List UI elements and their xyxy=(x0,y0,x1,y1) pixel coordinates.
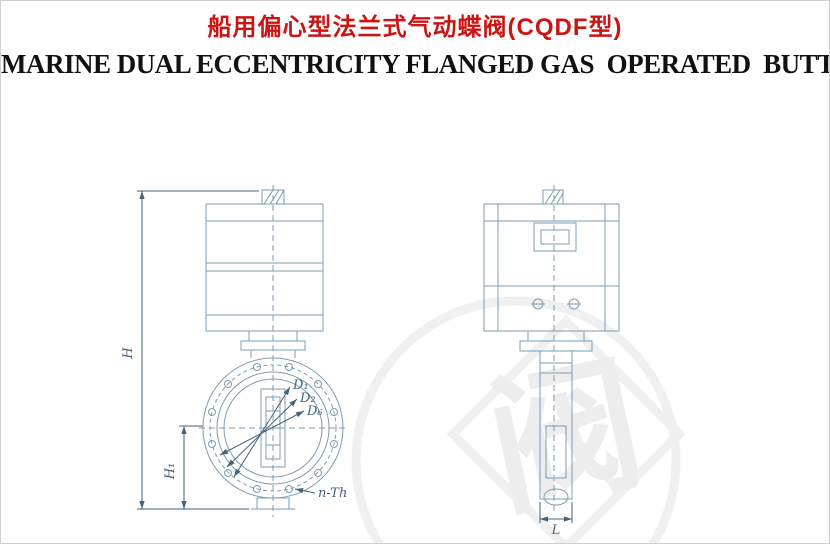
watermark: 阀 xyxy=(351,296,686,543)
dim-H1 xyxy=(179,425,203,509)
front-actuator-body xyxy=(205,203,324,332)
dim-H xyxy=(137,190,259,510)
side-valve-body xyxy=(539,350,573,506)
page-title-english: MARINE DUAL ECCENTRICITY FLANGED GAS OPE… xyxy=(1,49,829,79)
front-valve-neck xyxy=(240,330,306,358)
side-view: L xyxy=(483,185,620,538)
side-actuator-body xyxy=(483,203,620,332)
watermark-character: 阀 xyxy=(474,337,657,538)
page-title-chinese: 船用偏心型法兰式气动蝶阀(CQDF型) xyxy=(207,14,623,41)
front-bolt-holes xyxy=(208,363,338,493)
front-view: D₁ D₂ D₆ H H₁ n-Th xyxy=(121,185,347,517)
dim-label-D2: D₂ xyxy=(299,391,316,406)
front-bottom-stub xyxy=(251,497,295,510)
side-actuator-knob xyxy=(542,189,564,205)
dim-label-H: H xyxy=(121,347,136,360)
dim-label-H1: H₁ xyxy=(163,463,178,481)
dim-label-nTh: n-Th xyxy=(318,486,347,501)
dim-label-D1: D₁ xyxy=(292,378,309,393)
dim-L xyxy=(539,502,573,523)
front-diameter-leaders xyxy=(219,386,305,478)
callout-nTh xyxy=(294,487,316,494)
dim-label-D6: D₆ xyxy=(306,404,323,419)
dim-label-L: L xyxy=(551,523,561,538)
